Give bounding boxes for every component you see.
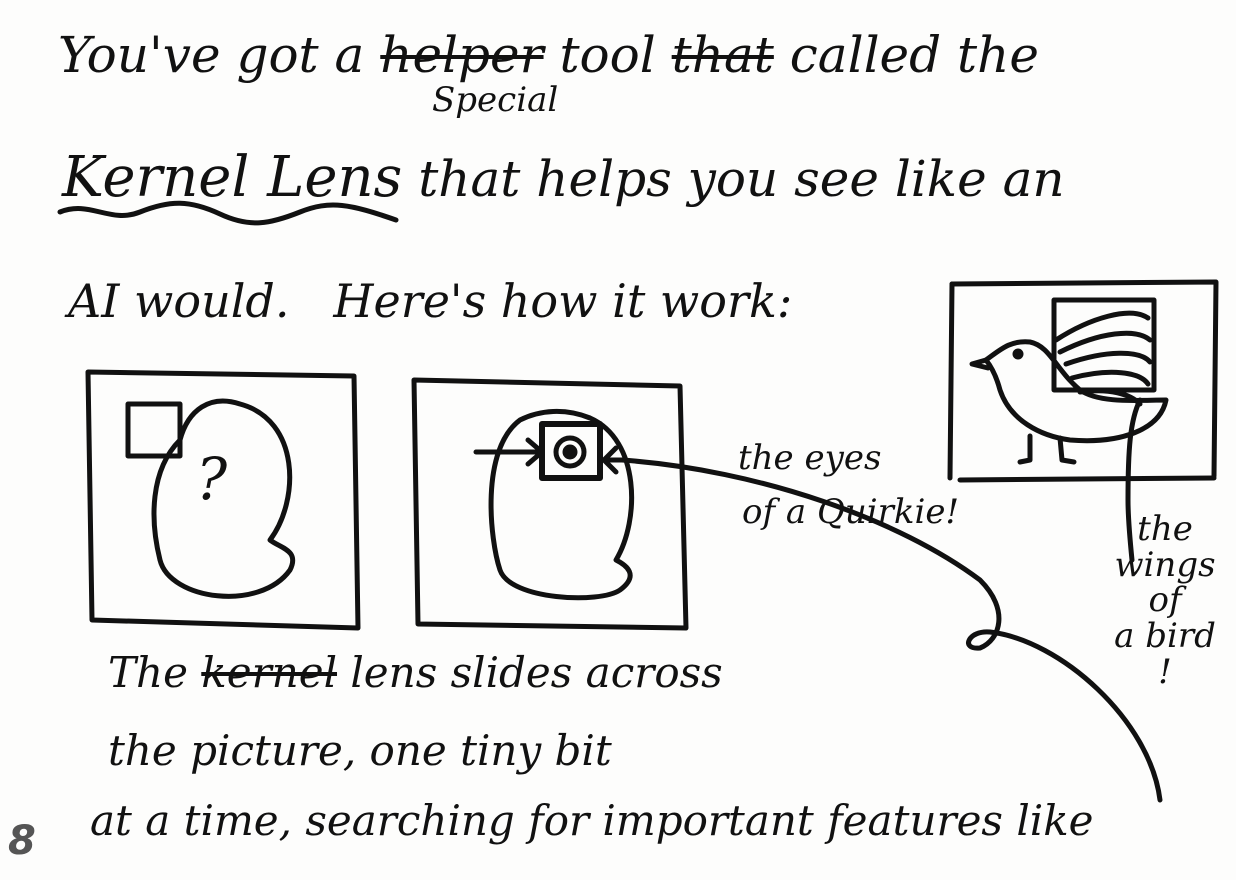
page-number: 8 <box>8 818 36 864</box>
text-line-3: AI would. Here's how it work: <box>68 278 792 324</box>
line1-tool: tool <box>559 26 656 84</box>
label-wings-line-2: wings <box>1114 544 1216 585</box>
label-wings-line-1: the <box>1137 509 1193 549</box>
caption-line-3: at a time, searching for important featu… <box>90 796 1094 845</box>
squiggle-underline <box>57 200 399 226</box>
line3-end: Here's how it work: <box>333 274 793 328</box>
label-eyes-line-2: of a Quirkie! <box>742 492 960 532</box>
caption-line-1: The kernel lens slides across <box>108 648 723 697</box>
line1-struck-word: helper <box>380 26 544 84</box>
caption-the: The <box>108 648 188 697</box>
connector-line-eyes <box>619 457 1163 803</box>
label-wings-line-3: of <box>1148 580 1182 621</box>
panel-2 <box>411 377 689 631</box>
text-line-2: Kernel Lens that helps you see like an <box>62 150 1065 206</box>
panel-3 <box>947 279 1219 483</box>
text-line-1: You've got a helper tool that called the <box>58 30 1039 80</box>
panel-1 <box>85 369 361 631</box>
label-eyes-line-1: the eyes <box>738 438 882 478</box>
line1-start: You've got a <box>58 26 365 84</box>
line1-struck-word-2: that <box>671 26 774 84</box>
line3-start: AI would. <box>68 274 290 328</box>
label-wings-line-4: a bird <box>1114 616 1216 657</box>
line2-rest: that helps you see like an <box>418 150 1065 208</box>
caption-struck-word: kernel <box>201 648 338 697</box>
connector-line-wings <box>1125 397 1143 563</box>
caption-line-2: the picture, one tiny bit <box>108 726 612 775</box>
label-wings-line-5: ! <box>1158 651 1172 692</box>
kernel-lens-title: Kernel Lens <box>62 145 403 210</box>
label-wings: the wings of a bird ! <box>1100 509 1230 692</box>
question-mark: ? <box>196 445 228 513</box>
inserted-word-special: Special <box>432 80 559 120</box>
line1-end: called the <box>789 26 1039 84</box>
caption-line-1-rest: lens slides across <box>350 648 723 697</box>
